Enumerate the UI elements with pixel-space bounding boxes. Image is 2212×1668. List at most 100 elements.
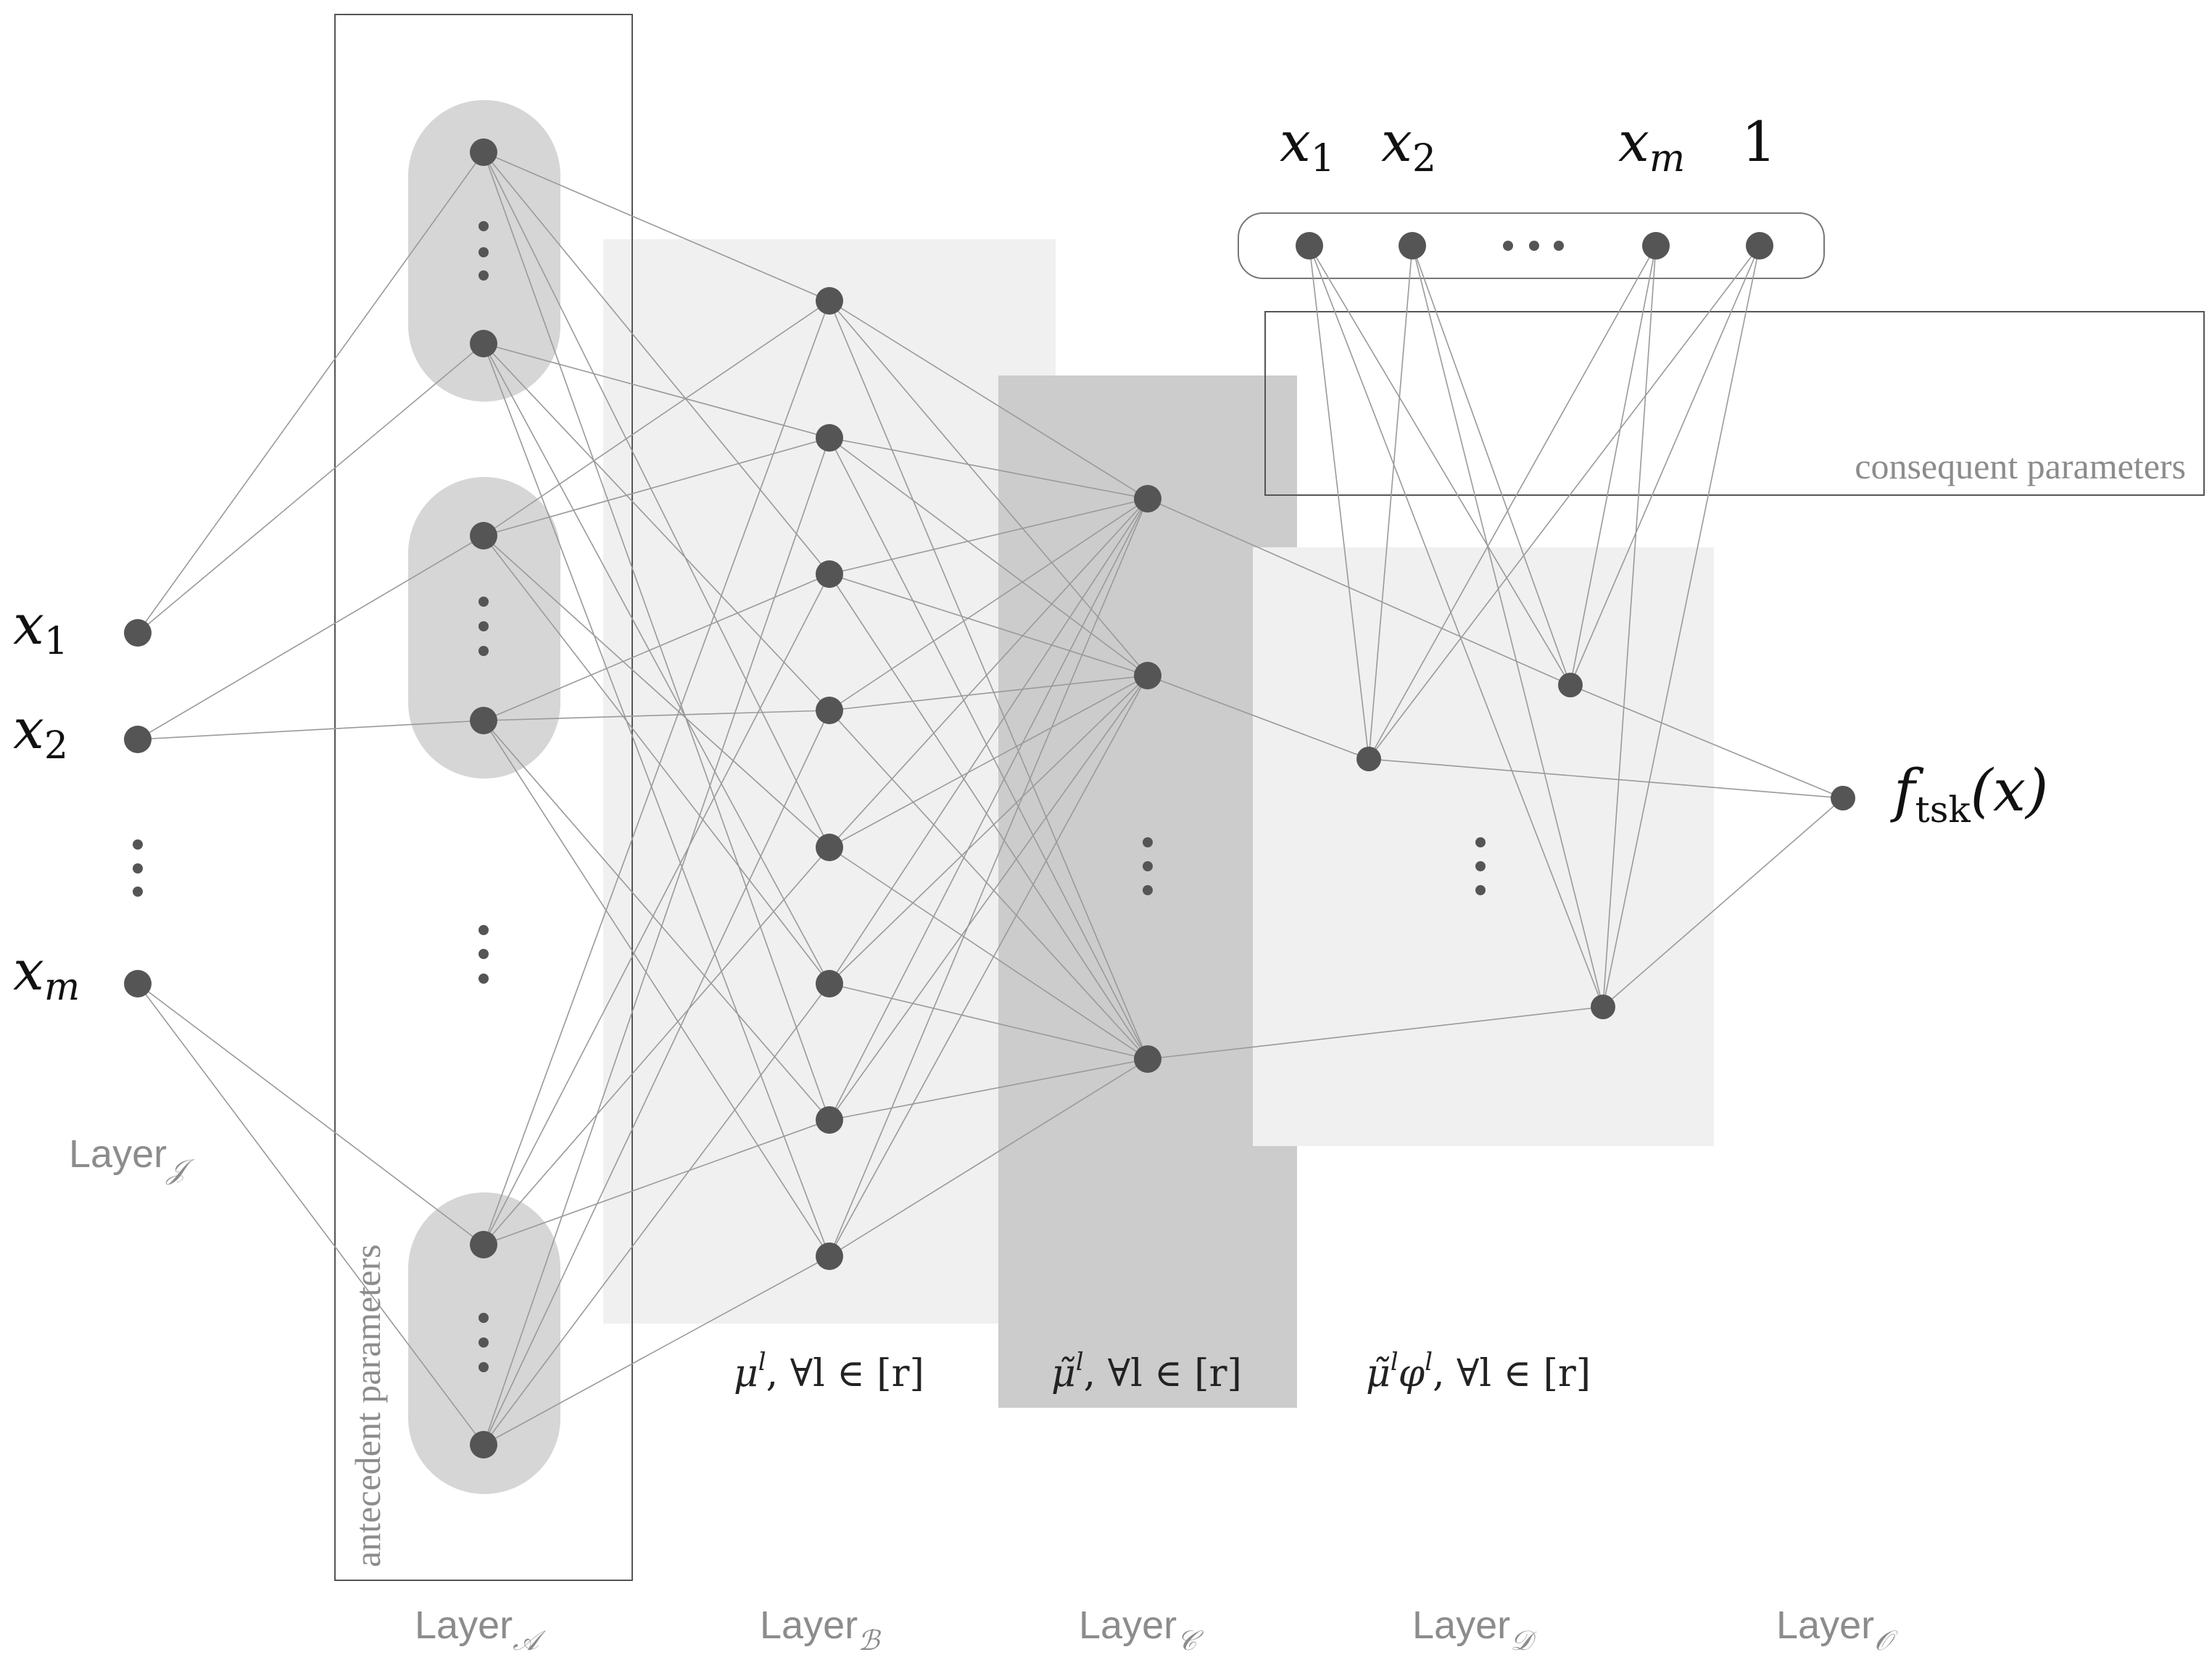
node-a6 [470,1431,497,1459]
node-a2 [470,330,497,357]
node-in1 [124,619,152,647]
edge-c1-d2 [1147,498,1571,686]
ellipsis-group-1-dot-1 [479,221,489,231]
node-a1 [470,138,497,166]
ellipsis-layer-c-dot-1 [1143,837,1153,847]
layer-label-c: Layer𝒞 [1079,1603,1204,1656]
edge-q1-d2 [1309,245,1571,686]
edge-a2-b4 [483,343,830,711]
formula-layer-b: μl, ∀l ∈ [r] [734,1348,924,1395]
edge-d1-out [1368,758,1844,799]
edge-in1-a1 [137,152,484,634]
ellipsis-layer-d-dot-2 [1475,861,1486,871]
edge-a6-b2 [483,437,830,1445]
edge-a5-b5 [483,847,830,1245]
node-a5 [470,1231,497,1258]
edge-c3-d3 [1147,1006,1604,1060]
edge-b2-c1 [829,437,1148,499]
edge-q2-d2 [1412,245,1571,686]
network-nodes [124,138,1855,1459]
ellipsis-group-m-dot-3 [479,1362,489,1372]
node-c3 [1134,1045,1161,1073]
edge-b6-c3 [829,983,1148,1060]
edge-in2-a4 [137,720,484,740]
input-label-xm: xm [13,938,80,1009]
node-q4 [1746,232,1773,260]
ellipsis-inputs-dot-1 [133,839,143,850]
ellipsis-group-2-dot-1 [479,597,489,607]
ellipsis-consequent-dot-2 [1529,241,1539,251]
edge-a2-b6 [483,343,830,984]
edge-q2-d3 [1412,245,1604,1008]
ellipsis-layer-d-dot-1 [1475,837,1486,847]
edge-a6-b4 [483,710,830,1445]
ellipsis-consequent-dot-3 [1554,241,1564,251]
edge-a4-b7 [483,720,830,1121]
edge-a3-b2 [483,437,830,536]
edge-a6-b6 [483,983,830,1445]
antecedent-parameters-box [334,14,633,1581]
edge-b3-c3 [829,573,1148,1060]
ellipsis-inputs-dot-3 [133,887,143,897]
edge-a3-b6 [483,535,830,984]
ellipsis-group-1-dot-3 [479,270,489,281]
consequent-label-xm: xm [1618,109,1685,181]
ellipsis-group-1-dot-2 [479,247,489,257]
edge-b5-c3 [829,847,1148,1060]
edge-b1-c1 [829,300,1148,499]
edge-b3-c2 [829,573,1148,676]
layer-label-input: Layer𝒥 [69,1132,195,1185]
node-q3 [1642,232,1670,260]
node-b1 [816,287,843,315]
ellipsis-between-groups-dot-2 [479,949,489,959]
node-c1 [1134,485,1161,513]
edge-d2-out [1570,684,1844,799]
edge-b5-c1 [829,498,1148,848]
edge-a1-b3 [483,152,830,575]
ellipsis-between-groups-dot-1 [479,925,489,935]
edge-a1-b1 [483,152,830,302]
edge-a3-b5 [483,535,830,848]
edge-b6-c2 [829,675,1148,984]
edge-q3-d2 [1570,245,1657,686]
edge-in1-a2 [137,343,484,634]
edge-q3-d1 [1368,245,1657,760]
edge-b8-c3 [829,1058,1148,1257]
node-out [1831,786,1855,810]
consequent-label-x2: x2 [1381,109,1436,181]
node-q2 [1399,232,1426,260]
edge-a4-b4 [483,710,830,721]
ellipsis-group-m-dot-2 [479,1337,489,1348]
consequent-label-one: 1 [1741,109,1776,174]
node-a4 [470,707,497,734]
node-b2 [816,424,843,452]
edge-a6-b8 [483,1256,830,1445]
edge-b6-c1 [829,498,1148,984]
edge-b4-c2 [829,675,1148,711]
edge-in2-a3 [137,535,484,740]
ellipsis-group-2-dot-3 [479,646,489,656]
consequent-label-x1: x1 [1280,109,1335,181]
antecedent-parameters-label: antecedent parameters [347,1244,388,1567]
edge-b4-c1 [829,498,1148,711]
layer-b-panel [603,239,1056,1324]
edge-b3-c1 [829,498,1148,575]
edge-a5-b1 [483,300,830,1245]
input-label-x2: x2 [13,697,68,768]
edge-d3-out [1602,797,1844,1008]
output-label: ftsk(x) [1890,757,2048,831]
edge-inm-a5 [137,983,484,1245]
node-b3 [816,560,843,588]
edge-a3-b1 [483,300,830,536]
node-b8 [816,1242,843,1270]
node-b6 [816,970,843,997]
edge-q2-d1 [1368,245,1413,760]
node-b4 [816,697,843,724]
edge-a5-b7 [483,1119,830,1245]
ellipsis-group-m-dot-1 [479,1313,489,1323]
ellipsis-layer-c-dot-2 [1143,861,1153,871]
connection-edges [137,152,1844,1445]
consequent-parameters-label: consequent parameters [1855,446,2186,486]
node-in2 [124,726,152,753]
